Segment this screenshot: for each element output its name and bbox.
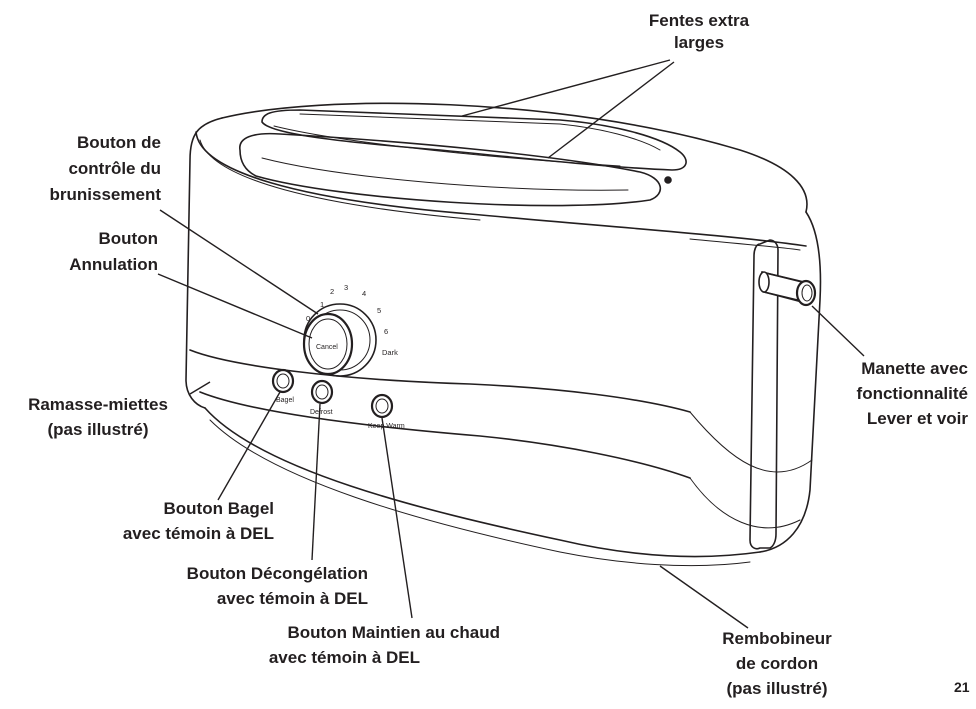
callout-defrost-button: Bouton Décongélation avec témoin à DEL — [187, 564, 368, 608]
leader-lines — [157, 59, 865, 629]
callout-shade-knob: Bouton de contrôle du brunissement — [50, 133, 162, 204]
cancel-button-face — [302, 312, 354, 376]
callout-defrost-line1: Bouton Décongélation — [187, 564, 368, 583]
callout-bagel-line1: Bouton Bagel — [164, 499, 275, 518]
cancel-button-text: Cancel — [316, 344, 338, 351]
callout-crumb-tray: Ramasse-miettes (pas illustré) — [28, 395, 168, 439]
callout-keep-warm-button: Bouton Maintien au chaud avec témoin à D… — [269, 623, 500, 667]
leader-crumb-tray — [189, 381, 211, 395]
leader-cancel — [157, 273, 313, 339]
defrost-button: Defrost — [310, 379, 334, 416]
toaster-base — [204, 407, 761, 558]
page-number: 21 — [954, 679, 970, 695]
callout-cancel-button: Bouton Annulation — [69, 229, 158, 274]
callout-lever: Manette avec fonctionnalité Lever et voi… — [857, 359, 969, 428]
bagel-button: Bagel — [271, 368, 294, 404]
toaster-base-inner — [209, 419, 751, 567]
callout-slots-line2: larges — [674, 33, 724, 52]
callout-cord-wrap-line1: Rembobineur — [722, 629, 832, 648]
callout-cancel-line2: Annulation — [69, 255, 158, 274]
toaster-band-bottom — [199, 391, 691, 479]
dial-number-4: 4 — [362, 289, 366, 298]
callout-cord-wrap: Rembobineur de cordon (pas illustré) — [722, 629, 832, 698]
defrost-button-text: Defrost — [310, 409, 333, 416]
dial-number-3: 3 — [344, 283, 348, 292]
leader-bagel — [217, 391, 281, 501]
callout-shade-knob-line3: brunissement — [50, 185, 162, 204]
keep-warm-button-text: Keep Warm — [368, 423, 405, 430]
callout-slots: Fentes extra larges — [649, 11, 750, 52]
dial-number-5: 5 — [377, 306, 381, 315]
toaster-top-outline — [221, 102, 808, 213]
callout-bagel-line2: avec témoin à DEL — [123, 524, 274, 543]
shade-dial-group: Cancel — [302, 303, 377, 377]
leader-cord-wrap — [659, 565, 749, 629]
leader-slots-a — [461, 59, 671, 117]
callout-defrost-line2: avec témoin à DEL — [217, 589, 368, 608]
lever-slot — [749, 239, 779, 550]
shade-dial-numbers: 0 1 2 3 4 5 6 Dark — [306, 283, 398, 357]
callout-lever-line1: Manette avec — [861, 359, 968, 378]
toaster-lid-rim-right — [689, 238, 801, 251]
toaster-band-right-b — [689, 477, 801, 529]
callout-lever-line3: Lever et voir — [867, 409, 968, 428]
toaster-band-top — [189, 349, 691, 413]
leader-lever — [811, 305, 865, 357]
callout-cancel-line1: Bouton — [99, 229, 158, 248]
leader-slots-b — [547, 61, 675, 159]
callout-crumb-tray-line1: Ramasse-miettes — [28, 395, 168, 414]
leader-defrost — [311, 403, 321, 561]
dial-number-2: 2 — [330, 287, 334, 296]
callout-bagel-button: Bouton Bagel avec témoin à DEL — [123, 499, 274, 543]
dial-dark-text: Dark — [382, 348, 398, 357]
toaster-band-right-a — [689, 411, 813, 473]
leader-keep-warm — [381, 417, 413, 619]
keep-warm-button: Keep Warm — [368, 393, 405, 430]
dial-number-0: 0 — [306, 314, 310, 323]
callout-cord-wrap-line3: (pas illustré) — [726, 679, 827, 698]
toaster-body-right — [759, 211, 822, 553]
toaster-lid-rim — [195, 131, 807, 247]
dial-number-6: 6 — [384, 327, 388, 336]
toaster-illustration: Cancel 0 1 2 3 4 5 6 Dark Bagel Defrost — [185, 102, 822, 567]
toaster-lid-rim-inner — [199, 139, 481, 221]
slot-indicator-dot — [664, 176, 672, 184]
leader-shade-knob — [159, 209, 319, 315]
callout-slots-line1: Fentes extra — [649, 11, 750, 30]
callout-lever-line2: fonctionnalité — [857, 384, 968, 403]
bagel-button-text: Bagel — [276, 397, 294, 404]
toaster-body-left — [185, 117, 223, 409]
toaster-slots — [239, 109, 687, 207]
lever-handle — [758, 271, 817, 307]
callout-shade-knob-line1: Bouton de — [77, 133, 161, 152]
callout-crumb-tray-line2: (pas illustré) — [47, 420, 148, 439]
callout-shade-knob-line2: contrôle du — [68, 159, 161, 178]
callout-cord-wrap-line2: de cordon — [736, 654, 818, 673]
callout-keep-warm-line2: avec témoin à DEL — [269, 648, 420, 667]
dial-number-1: 1 — [320, 300, 324, 309]
callout-keep-warm-line1: Bouton Maintien au chaud — [288, 623, 501, 642]
